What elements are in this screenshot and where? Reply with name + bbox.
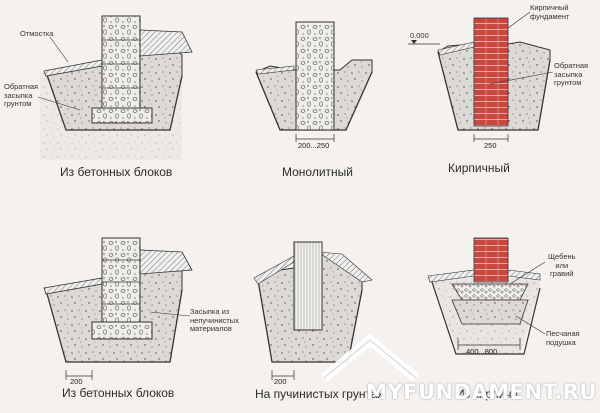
caption-concrete-blocks-top: Из бетонных блоков	[60, 165, 173, 179]
diagram-concrete-blocks-bottom	[43, 237, 193, 380]
label-nonheaving-fill: Засыпка из непучинистых материалов	[190, 307, 239, 333]
diagram-brick-cushion	[427, 237, 546, 355]
diagram-brick	[408, 11, 554, 142]
label-brick-foundation: Кирпичный фундамент	[530, 3, 570, 21]
label-level-mark: 0.000	[410, 31, 429, 40]
house-icon	[320, 333, 420, 382]
dimension-cushion-width: 400...800	[466, 347, 498, 356]
label-backfill-right: Обратная засыпка грунтом	[554, 61, 589, 87]
watermark: MYFUNDAMENT.RU	[366, 380, 597, 404]
caption-concrete-blocks-bottom: Из бетонных блоков	[62, 386, 175, 400]
diagram-heaving-soil	[253, 241, 373, 380]
label-sand-cushion: Песчаная подушка	[546, 329, 580, 347]
dimension-monolith-width: 200...250	[298, 141, 330, 150]
diagram-concrete-blocks-top	[37, 15, 193, 160]
dimension-heaving-offset: 200	[274, 377, 287, 386]
caption-brick: Кирпичный	[448, 161, 510, 175]
label-backfill-left: Обратная засыпка грунтом	[4, 82, 39, 108]
label-gravel: Щебень или гравий	[548, 252, 576, 278]
caption-monolithic: Монолитный	[282, 165, 353, 179]
label-otmostka: Отмостка	[20, 29, 54, 38]
dimension-blocks-offset: 200	[70, 377, 83, 386]
dimension-brick-width: 250	[484, 141, 497, 150]
caption-brick-cushion: Из кирпича	[456, 387, 519, 401]
diagram-monolithic	[255, 21, 373, 142]
caption-heaving-soil: На пучинистых грунтах	[255, 387, 384, 401]
